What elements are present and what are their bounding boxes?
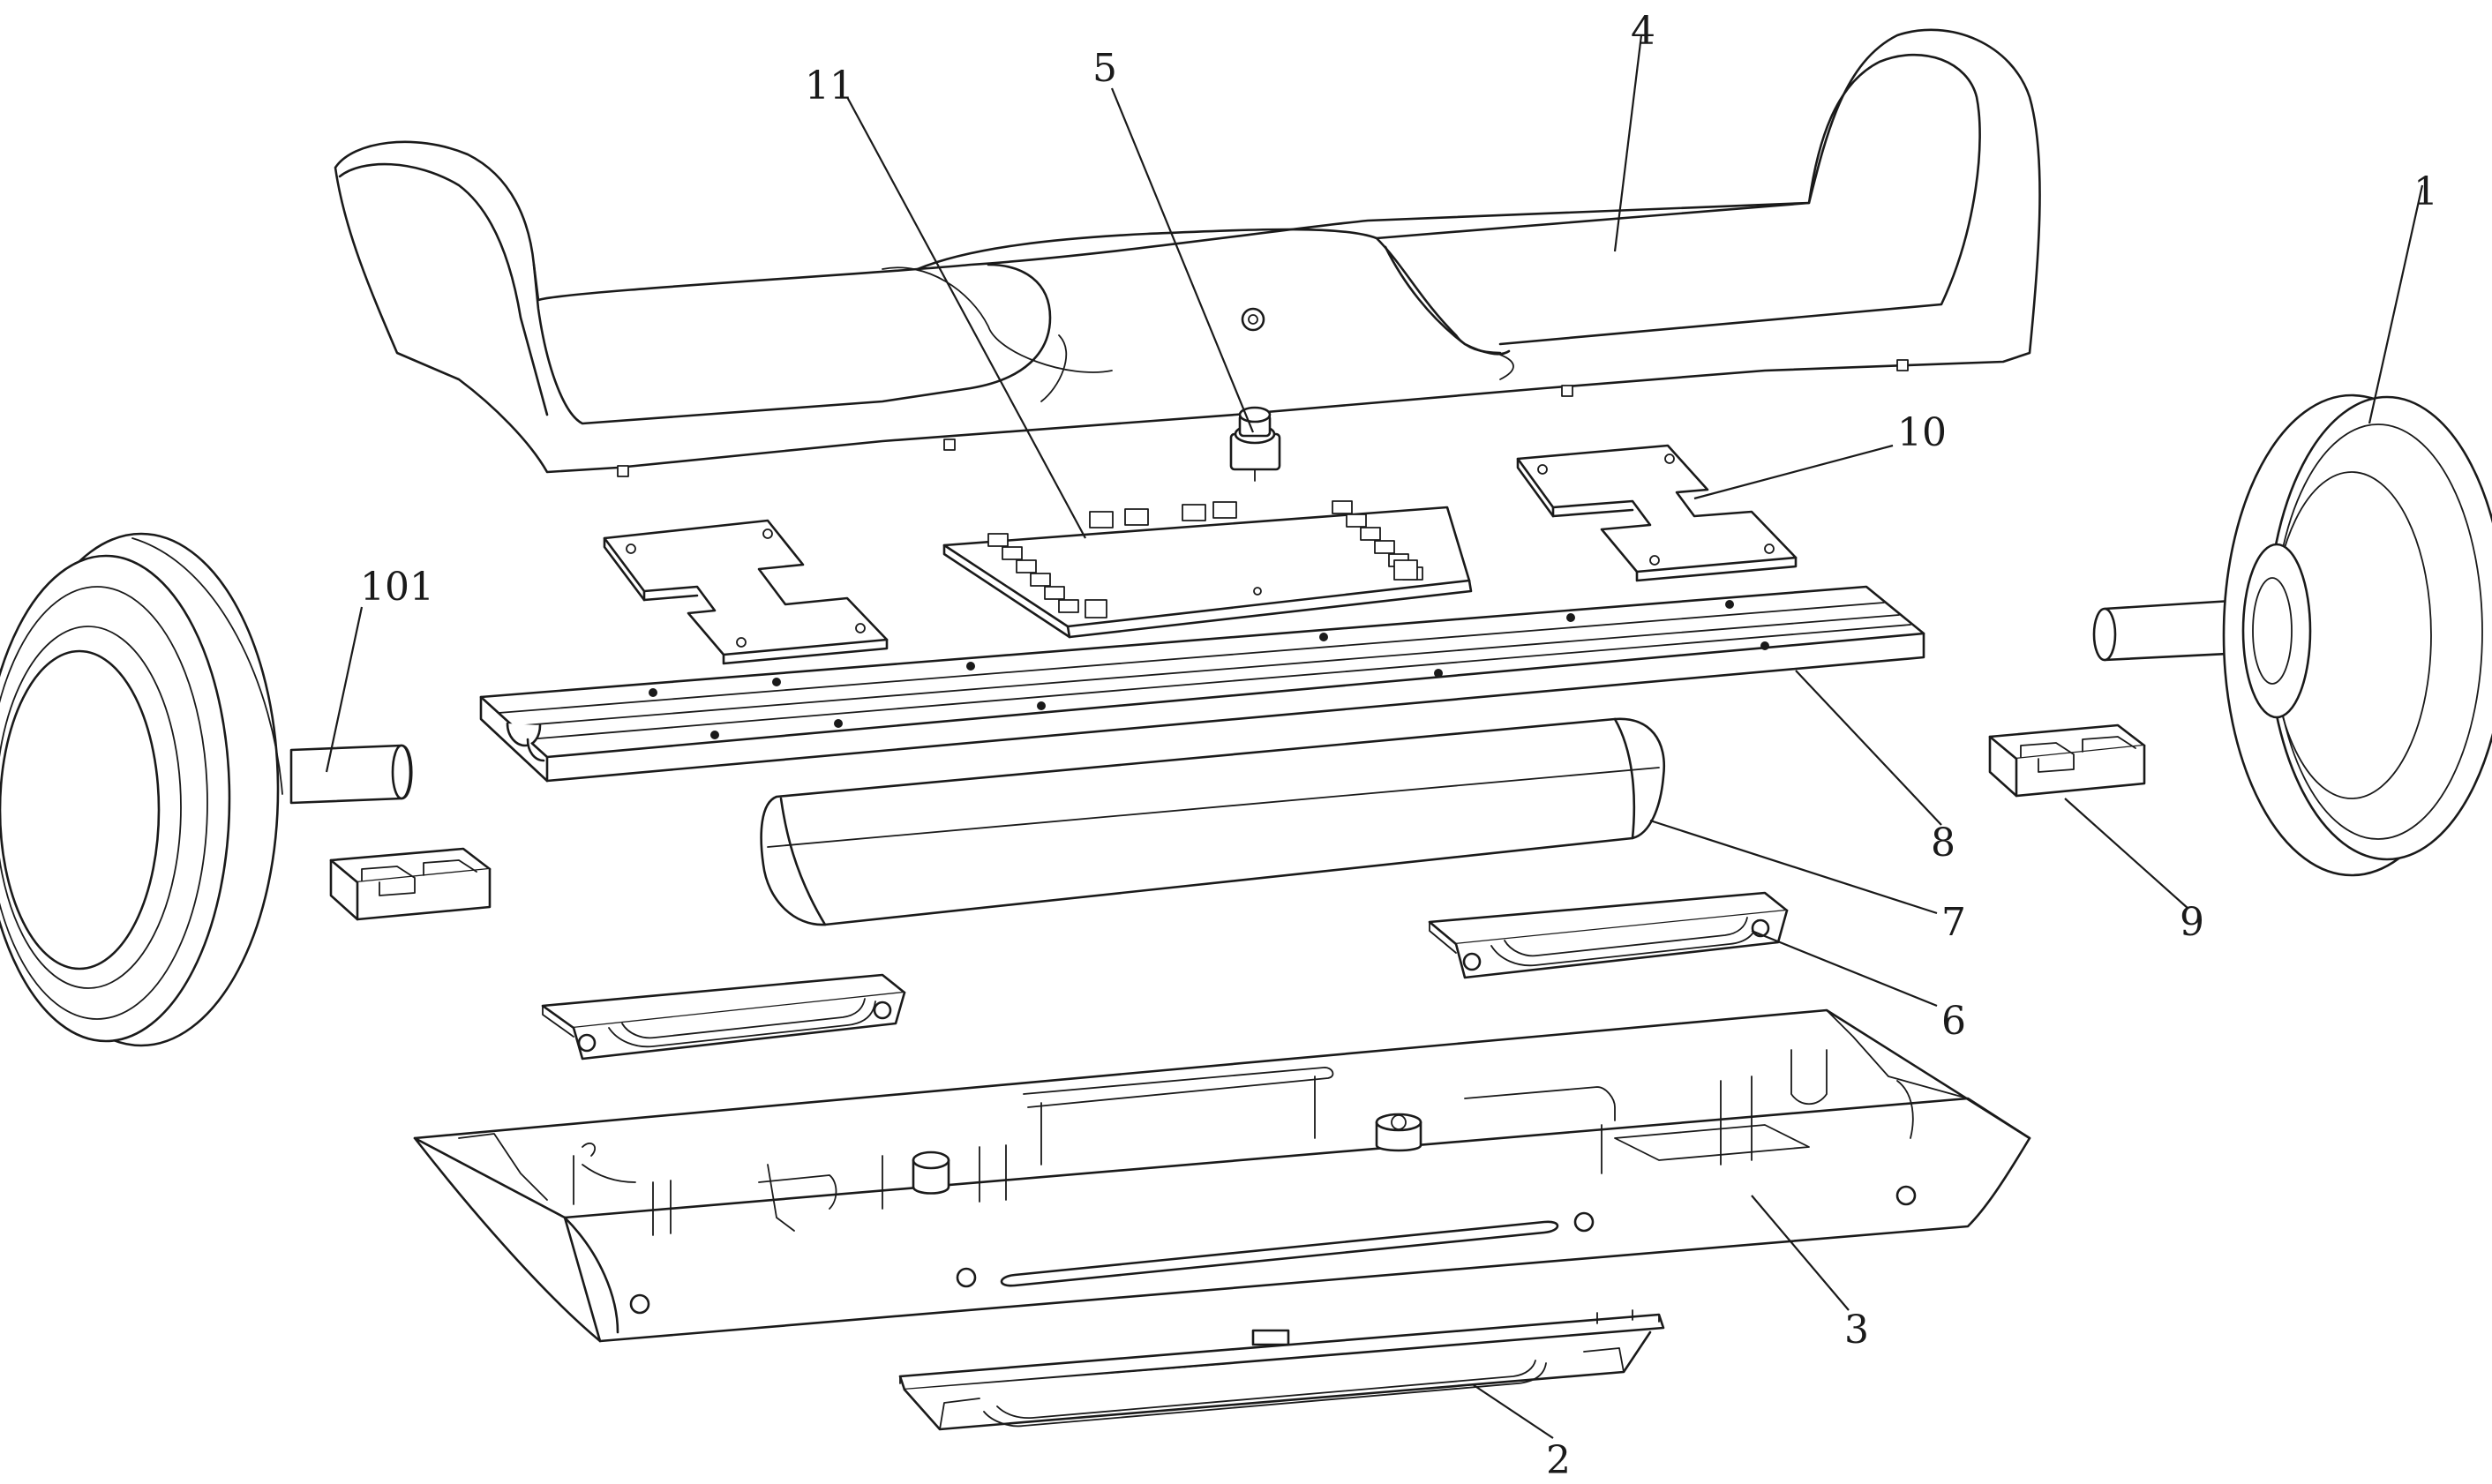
bottom-shell-internals (573, 1049, 1914, 1236)
callout-labels: 4 11 5 1 10 101 8 7 9 6 3 2 (360, 9, 2438, 1483)
callout-10: 10 (1897, 410, 1947, 455)
leader-5 (1110, 87, 1255, 433)
leader-4 (1613, 34, 1643, 252)
callout-9: 9 (2180, 900, 2204, 945)
leader-7 (1649, 819, 1938, 915)
bracket-left-part-10 (603, 519, 889, 665)
board-connectors-left (987, 533, 1107, 618)
callout-4: 4 (1631, 9, 1655, 54)
board-chips (1089, 501, 1237, 528)
wheel-right-part-1 (2092, 393, 2492, 877)
callout-3: 3 (1844, 1308, 1869, 1353)
clamp-left-part-6 (541, 973, 906, 1061)
leader-9 (2064, 798, 2189, 910)
wheel-left-part-101 (0, 532, 413, 1047)
leader-3 (1751, 1195, 1850, 1311)
rail-part-8 (479, 585, 1925, 783)
callout-8: 8 (1931, 821, 1955, 866)
leader-lines (325, 34, 2424, 1439)
bottom-shell-holes (629, 1185, 1917, 1315)
mount-block-right-part-9 (1988, 723, 2146, 798)
leader-6 (1751, 929, 1938, 1008)
callout-11: 11 (805, 64, 854, 109)
leader-1 (2368, 184, 2424, 424)
rail-holes (649, 600, 1769, 739)
leader-2 (1473, 1384, 1554, 1439)
callout-101: 101 (360, 565, 434, 610)
leader-10 (1693, 444, 1894, 500)
leader-101 (325, 606, 364, 773)
callout-5: 5 (1092, 46, 1117, 91)
mount-block-left-part-9 (329, 847, 492, 921)
leader-8 (1795, 670, 1942, 826)
board-connectors-right (1332, 500, 1423, 581)
callout-7: 7 (1941, 900, 1966, 945)
callout-1: 1 (2413, 169, 2438, 214)
leader-11 (846, 96, 1086, 539)
bottom-bracket-part-2 (898, 1309, 1665, 1431)
clamp-right-part-6 (1428, 891, 1789, 979)
shell-foot-pegs (617, 359, 1909, 477)
bracket-right-part-10 (1516, 444, 1798, 582)
callout-2: 2 (1546, 1438, 1571, 1483)
top-shell-part-4 (334, 28, 2041, 477)
control-board-part-11 (942, 500, 1473, 639)
callout-6: 6 (1941, 999, 1966, 1044)
switch-part-5 (1229, 406, 1281, 482)
battery-part-7 (760, 717, 1666, 926)
bottom-shell-part-3 (413, 1008, 2031, 1343)
